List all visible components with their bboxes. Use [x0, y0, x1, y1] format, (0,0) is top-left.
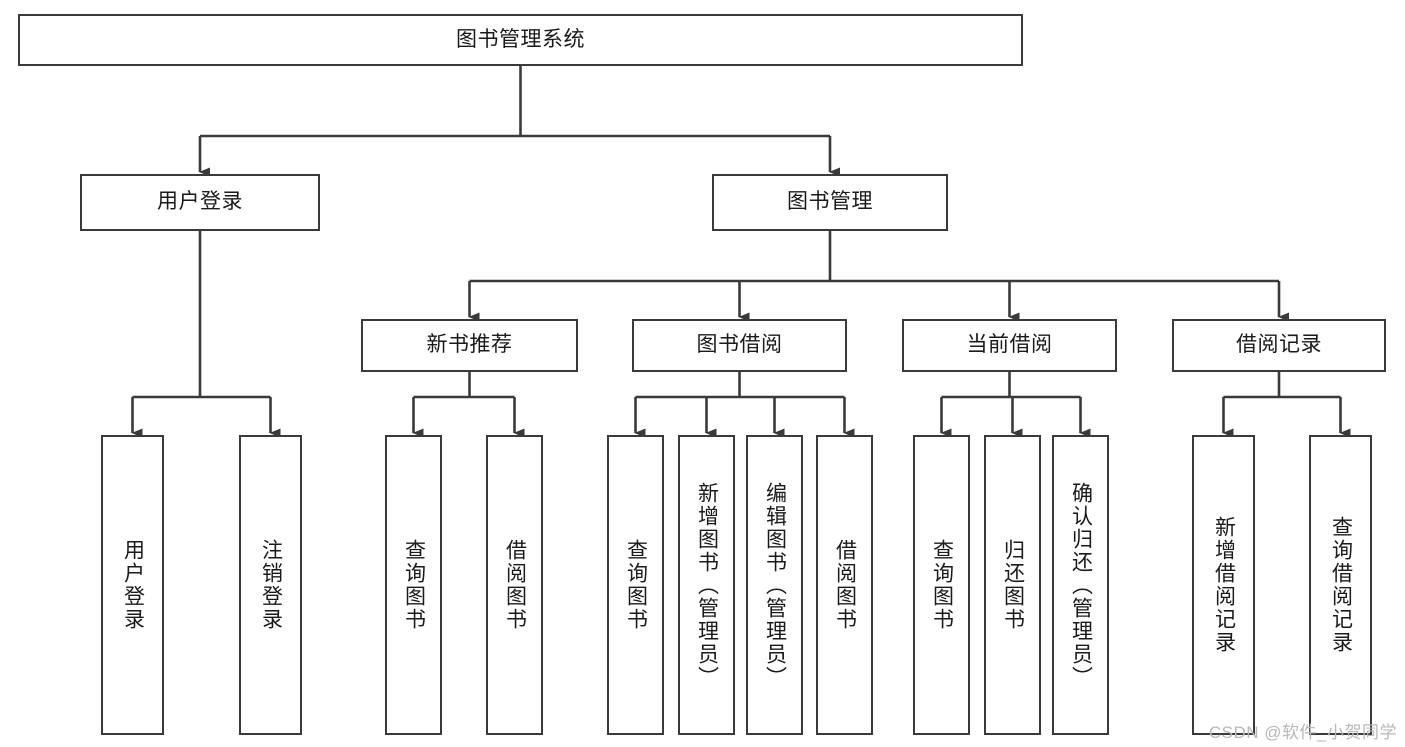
leaf-add-borrow-record[interactable]: 新增借阅记录	[1192, 435, 1255, 735]
node-current-borrowing[interactable]: 当前借阅	[902, 319, 1117, 372]
node-user-login[interactable]: 用户登录	[80, 174, 320, 231]
leaf-borrow-book-borrowing-label: 借阅图书	[833, 539, 857, 631]
leaf-return-book[interactable]: 归还图书	[984, 435, 1041, 735]
node-root-label: 图书管理系统	[456, 27, 585, 51]
leaf-add-book-admin-label: 新增图书（管理员）	[695, 481, 719, 689]
node-book-management-label: 图书管理	[787, 190, 873, 214]
leaf-query-borrow-record[interactable]: 查询借阅记录	[1309, 435, 1372, 735]
node-book-borrowing[interactable]: 图书借阅	[632, 319, 847, 372]
leaf-logout[interactable]: 注销登录	[239, 435, 302, 735]
leaf-query-book-borrowing-label: 查询图书	[624, 539, 648, 631]
leaf-return-book-label: 归还图书	[1001, 539, 1025, 631]
leaf-query-book-current[interactable]: 查询图书	[913, 435, 970, 735]
leaf-user-login-label: 用户登录	[121, 539, 145, 631]
node-user-login-label: 用户登录	[157, 190, 243, 214]
node-borrowing-record-label: 借阅记录	[1236, 333, 1322, 357]
csdn-watermark: CSDN @软件_小贺同学	[1208, 723, 1397, 742]
leaf-query-borrow-record-label: 查询借阅记录	[1329, 516, 1353, 654]
node-current-borrowing-label: 当前借阅	[966, 333, 1053, 357]
leaf-borrow-book-borrowing[interactable]: 借阅图书	[816, 435, 873, 735]
leaf-add-book-admin[interactable]: 新增图书（管理员）	[678, 435, 735, 735]
node-new-book-recommendation[interactable]: 新书推荐	[361, 319, 578, 372]
leaf-borrow-book-recommendation-label: 借阅图书	[503, 539, 527, 631]
leaf-query-book-borrowing[interactable]: 查询图书	[607, 435, 664, 735]
leaf-user-login[interactable]: 用户登录	[101, 435, 164, 735]
node-book-borrowing-label: 图书借阅	[696, 333, 783, 357]
leaf-add-borrow-record-label: 新增借阅记录	[1212, 516, 1236, 654]
node-borrowing-record[interactable]: 借阅记录	[1172, 319, 1386, 372]
leaf-query-book-current-label: 查询图书	[930, 539, 954, 631]
leaf-confirm-return-admin-label: 确认归还（管理员）	[1069, 481, 1093, 689]
leaf-borrow-book-recommendation[interactable]: 借阅图书	[486, 435, 543, 735]
node-book-management[interactable]: 图书管理	[712, 174, 948, 231]
leaf-edit-book-admin-label: 编辑图书（管理员）	[763, 481, 787, 689]
leaf-query-book-recommendation-label: 查询图书	[402, 539, 426, 631]
leaf-confirm-return-admin[interactable]: 确认归还（管理员）	[1052, 435, 1109, 735]
node-root[interactable]: 图书管理系统	[18, 14, 1023, 66]
leaf-query-book-recommendation[interactable]: 查询图书	[385, 435, 442, 735]
node-new-book-recommendation-label: 新书推荐	[426, 333, 513, 357]
leaf-logout-label: 注销登录	[259, 539, 283, 631]
leaf-edit-book-admin[interactable]: 编辑图书（管理员）	[746, 435, 803, 735]
